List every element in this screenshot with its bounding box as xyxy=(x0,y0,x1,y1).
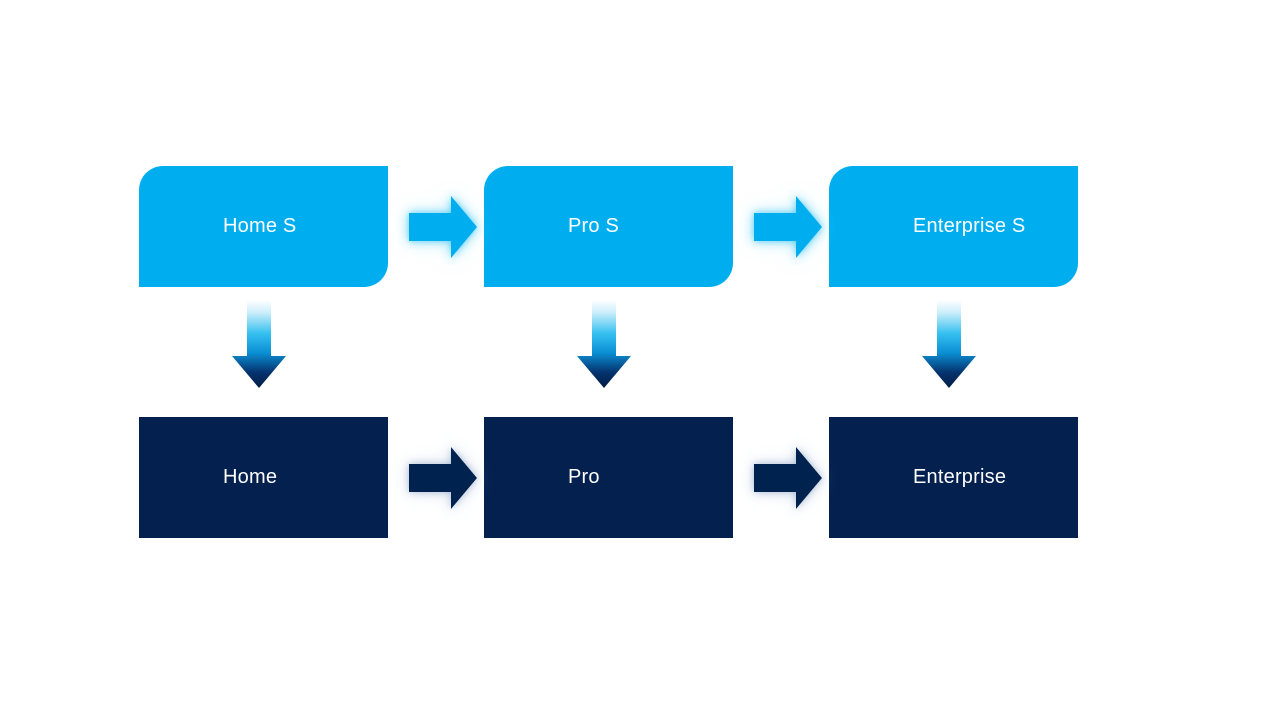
node-label: Home xyxy=(223,466,278,488)
node-pro[interactable]: Pro xyxy=(484,417,733,538)
connector-home-s-to-home xyxy=(228,300,290,390)
arrow-right-icon xyxy=(409,196,477,258)
arrow-right-icon xyxy=(409,447,477,509)
arrow-down-icon xyxy=(922,300,976,388)
connector-pro-to-enterprise xyxy=(742,441,828,515)
node-label: Pro xyxy=(568,466,600,488)
node-enterprise[interactable]: Enterprise xyxy=(829,417,1078,538)
node-home-s[interactable]: Home S xyxy=(139,166,388,287)
connector-pro-s-to-enterprise-s xyxy=(742,190,828,264)
connector-enterprise-s-to-enterprise xyxy=(918,300,980,390)
node-enterprise-s[interactable]: Enterprise S xyxy=(829,166,1078,287)
node-label: Pro S xyxy=(568,215,620,237)
connector-home-s-to-pro-s xyxy=(397,190,483,264)
node-label: Enterprise xyxy=(913,466,1007,488)
arrow-down-icon xyxy=(232,300,286,388)
node-label: Enterprise S xyxy=(913,215,1026,237)
arrow-right-icon xyxy=(754,447,822,509)
arrow-right-icon xyxy=(754,196,822,258)
connector-home-to-pro xyxy=(397,441,483,515)
arrow-down-icon xyxy=(577,300,631,388)
node-pro-s[interactable]: Pro S xyxy=(484,166,733,287)
node-label: Home S xyxy=(223,215,297,237)
connector-pro-s-to-pro xyxy=(573,300,635,390)
node-home[interactable]: Home xyxy=(139,417,388,538)
